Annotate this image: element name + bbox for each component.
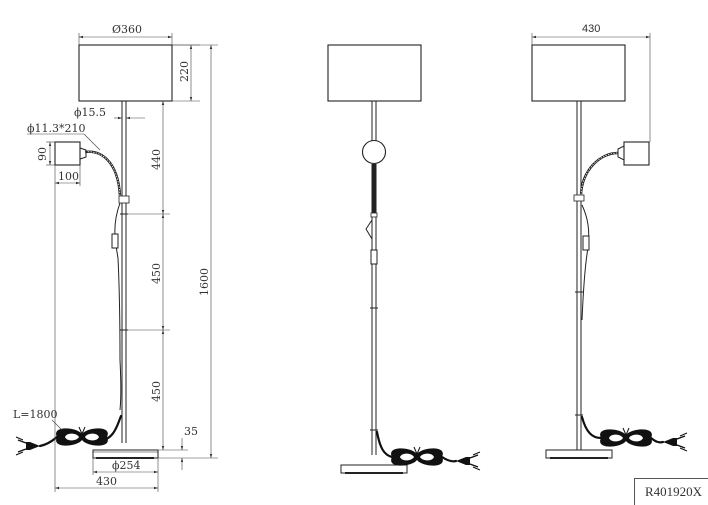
lampshade [327,44,422,102]
dim-base-height: 35 [184,425,198,438]
plug-icon [15,436,41,456]
dim-pole-diameter: ϕ15.5 [74,106,106,119]
dim-middle-segment: 450 [150,263,163,284]
lamp-view-front-dimensioned: Ø360 220 1600 ϕ15.5 ϕ11.3*210 90 100 440 [13,23,218,492]
dim-shade-diameter: Ø360 [112,23,142,36]
dim-overall-width-left: 430 [96,475,117,488]
lamp-base [340,464,408,474]
cable-coil [599,427,653,448]
dim-total-height: 1600 [198,268,211,296]
model-code: R401920X [645,484,703,499]
lamp-base [92,449,159,459]
reading-lamp-head [623,141,650,166]
dim-cable-length: L=1800 [13,408,58,421]
dim-lower-segment: 450 [150,381,163,402]
dim-flex-arm: ϕ11.3*210 [27,122,86,135]
dim-head-width: 100 [58,170,79,183]
dim-head-height: 90 [36,147,49,161]
reading-lamp-head [361,139,387,165]
dim-overall-width-right: 430 [582,23,600,35]
cable-coil [55,426,109,447]
inline-switch [582,235,590,251]
lampshade [78,44,173,102]
dim-base-diameter: ϕ254 [112,459,141,472]
arm-clamp [118,195,130,204]
dim-shade-height: 220 [178,61,191,82]
inline-switch [111,233,119,249]
arm-clamp [573,194,585,202]
lamp-view-front-plain: 430 [531,23,688,459]
plug-icon [662,432,688,452]
lamp-view-side [327,44,481,474]
inline-switch [370,249,378,265]
lampshade [531,44,626,102]
cable-coil [390,446,444,467]
plug-icon [455,451,481,471]
reading-lamp-head [54,141,81,166]
dim-upper-segment: 440 [150,149,163,170]
flex-arm [371,164,377,214]
lamp-base [545,449,613,459]
flex-arm [84,150,122,197]
